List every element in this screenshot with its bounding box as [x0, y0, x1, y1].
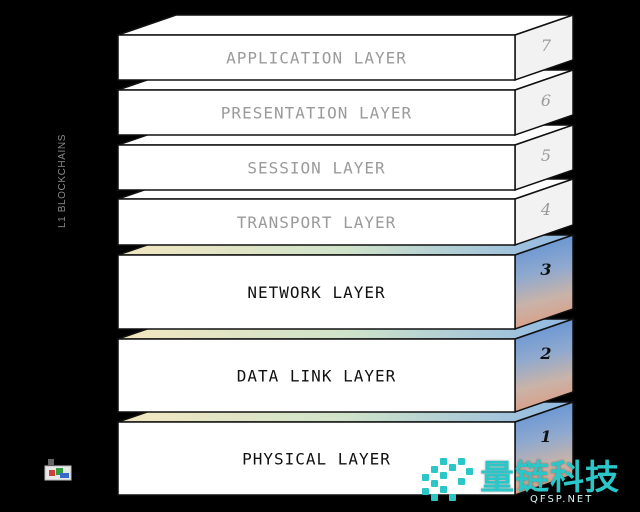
data-link-layer-number: 2	[539, 344, 551, 363]
side-caption: L1 BLOCKCHAINS	[57, 134, 68, 228]
application-layer-number: 7	[541, 36, 552, 55]
transport-layer-front-face	[117, 198, 516, 246]
layer-stack: PHYSICAL LAYER 1 DATA LINK LAYER 2 NETWORK L…	[117, 13, 574, 497]
transport-layer-number: 4	[540, 200, 551, 219]
layer-application-layer: APPLICATION LAYER 7	[117, 13, 574, 82]
watermark-url: QFSP.NET	[530, 494, 594, 505]
physical-layer-front-face	[117, 421, 516, 496]
layer-transport-layer: TRANSPORT LAYER 4	[117, 177, 574, 247]
session-layer-front-face	[117, 144, 516, 191]
session-layer-label: SESSION LAYER	[247, 159, 385, 178]
physical-layer-label: PHYSICAL LAYER	[242, 450, 391, 469]
layer-data-link-layer: DATA LINK LAYER 2	[117, 317, 574, 414]
application-layer-top-face	[117, 14, 574, 36]
network-layer-label: NETWORK LAYER	[247, 283, 385, 302]
data-link-layer-front-face	[117, 338, 516, 413]
data-link-layer-label: DATA LINK LAYER	[237, 367, 397, 386]
layer-network-layer: NETWORK LAYER 3	[117, 233, 574, 331]
watermark-name: 量链科技	[480, 458, 620, 498]
session-layer-number: 5	[541, 146, 551, 165]
broken-image-icon	[44, 459, 72, 481]
layer-physical-layer: PHYSICAL LAYER 1	[117, 400, 574, 497]
presentation-layer-number: 6	[541, 91, 551, 110]
watermark: 量链科技 QFSP.NET	[418, 450, 640, 510]
transport-layer-label: TRANSPORT LAYER	[237, 213, 397, 232]
network-layer-front-face	[117, 254, 516, 330]
presentation-layer-label: PRESENTATION LAYER	[221, 104, 412, 123]
application-layer-front-face	[117, 34, 516, 81]
physical-layer-number: 1	[540, 427, 551, 446]
application-layer-label: APPLICATION LAYER	[226, 49, 407, 68]
watermark-logo-icon	[422, 458, 473, 501]
presentation-layer-front-face	[117, 89, 516, 136]
network-layer-number: 3	[540, 260, 551, 279]
